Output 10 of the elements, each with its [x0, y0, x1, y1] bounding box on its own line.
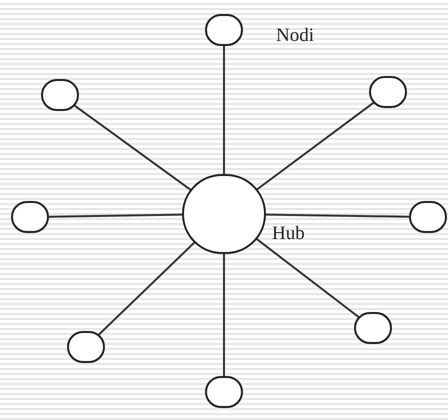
connector-line	[266, 214, 410, 218]
connector-line	[223, 46, 225, 174]
connector-line	[256, 102, 374, 190]
node-label: Hub	[272, 224, 305, 243]
group-label: Nodi	[276, 26, 314, 45]
connector-line	[223, 254, 225, 376]
connector-line	[98, 242, 196, 336]
connector-line	[74, 104, 192, 191]
connector-line	[48, 214, 182, 218]
connector-line	[256, 238, 360, 318]
